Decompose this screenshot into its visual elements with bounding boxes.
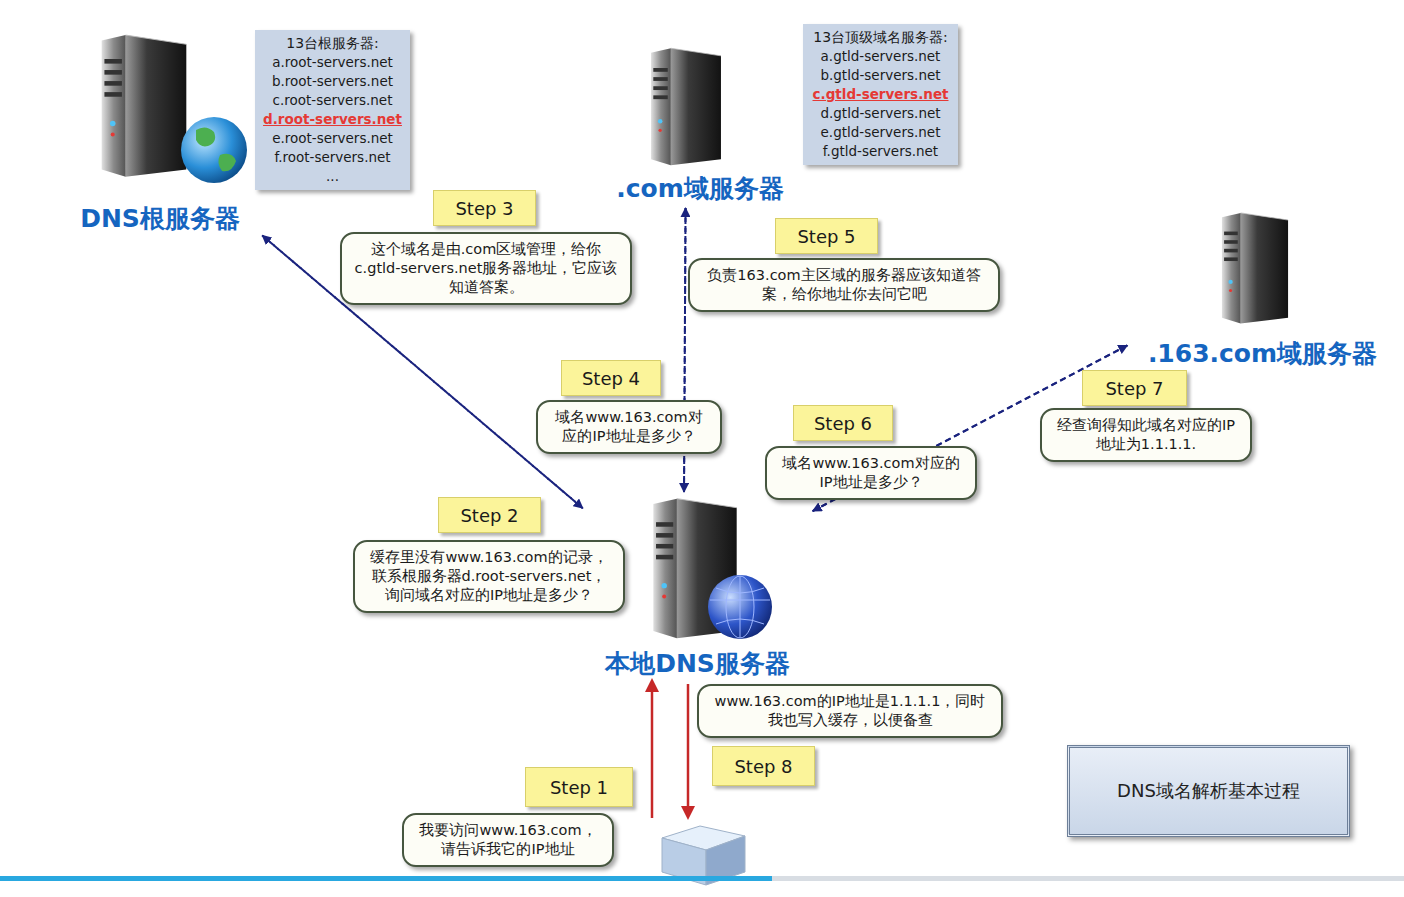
- list-item: c.gtld-servers.net: [809, 85, 952, 104]
- node-label: 我要访问www.163.com，请告诉我它的IP地址: [416, 821, 600, 859]
- node-label: DNS根服务器: [80, 202, 240, 235]
- node-label: Step 7: [1105, 378, 1163, 399]
- node-label: 缓存里没有www.163.com的记录，联系根服务器d.root-servers…: [367, 548, 611, 605]
- step-tag: Step 8: [712, 746, 815, 786]
- node-label: 负责163.com主区域的服务器应该知道答案，给你地址你去问它吧: [702, 266, 986, 304]
- node-label: .com域服务器: [616, 172, 784, 205]
- node-label: DNS域名解析基本过程: [1117, 779, 1300, 803]
- node-label: Step 2: [460, 505, 518, 526]
- step-tag: Step 7: [1082, 370, 1187, 406]
- node-label: Step 8: [734, 756, 792, 777]
- list-item: ...: [261, 167, 404, 186]
- callout: 域名www.163.com对应的IP地址是多少？: [536, 400, 722, 454]
- server-list: 13台根服务器:a.root-servers.netb.root-servers…: [255, 30, 410, 190]
- list-item: 13台顶级域名服务器:: [809, 28, 952, 47]
- list-item: a.gtld-servers.net: [809, 47, 952, 66]
- node-label: 经查询得知此域名对应的IP地址为1.1.1.1.: [1054, 416, 1238, 454]
- list-item: 13台根服务器:: [261, 34, 404, 53]
- list-item: c.root-servers.net: [261, 91, 404, 110]
- step-tag: Step 1: [525, 767, 633, 807]
- list-item: b.root-servers.net: [261, 72, 404, 91]
- callout: 这个域名是由.com区域管理，给你c.gtld-servers.net服务器地址…: [340, 232, 632, 305]
- node-label: 这个域名是由.com区域管理，给你c.gtld-servers.net服务器地址…: [354, 240, 618, 297]
- title-box: DNS域名解析基本过程: [1067, 745, 1350, 837]
- list-item: e.root-servers.net: [261, 129, 404, 148]
- node-label: Step 6: [814, 413, 872, 434]
- node-label: www.163.com的IP地址是1.1.1.1，同时我也写入缓存，以便备查: [711, 692, 989, 730]
- list-item: f.root-servers.net: [261, 148, 404, 167]
- server-node: DNS根服务器: [60, 25, 260, 235]
- node-label: Step 3: [455, 198, 513, 219]
- node-label: .163.com域服务器: [1148, 337, 1377, 370]
- callout: www.163.com的IP地址是1.1.1.1，同时我也写入缓存，以便备查: [697, 684, 1003, 738]
- node-label: Step 1: [550, 777, 608, 798]
- node-label: 本地DNS服务器: [605, 647, 790, 680]
- list-item: b.gtld-servers.net: [809, 66, 952, 85]
- list-item: a.root-servers.net: [261, 53, 404, 72]
- node-label: Step 4: [582, 368, 640, 389]
- step-tag: Step 4: [561, 360, 661, 396]
- callout: 缓存里没有www.163.com的记录，联系根服务器d.root-servers…: [353, 540, 625, 613]
- server-node: .163.com域服务器: [1130, 210, 1395, 370]
- callout: 域名www.163.com对应的IP地址是多少？: [765, 446, 977, 500]
- node-label: 域名www.163.com对应的IP地址是多少？: [779, 454, 963, 492]
- list-item: f.gtld-servers.net: [809, 142, 952, 161]
- step-tag: Step 2: [438, 497, 541, 533]
- step-tag: Step 5: [775, 218, 878, 254]
- step-tag: Step 6: [793, 405, 893, 441]
- list-item: d.gtld-servers.net: [809, 104, 952, 123]
- callout: 经查询得知此域名对应的IP地址为1.1.1.1.: [1040, 408, 1252, 462]
- step-tag: Step 3: [433, 190, 536, 226]
- callout: 负责163.com主区域的服务器应该知道答案，给你地址你去问它吧: [688, 258, 1000, 312]
- node-label: 域名www.163.com对应的IP地址是多少？: [550, 408, 708, 446]
- list-item: d.root-servers.net: [261, 110, 404, 129]
- list-item: e.gtld-servers.net: [809, 123, 952, 142]
- server-list: 13台顶级域名服务器:a.gtld-servers.netb.gtld-serv…: [803, 24, 958, 165]
- server-node: .com域服务器: [595, 45, 805, 205]
- callout: 我要访问www.163.com，请告诉我它的IP地址: [402, 813, 614, 867]
- node-label: Step 5: [797, 226, 855, 247]
